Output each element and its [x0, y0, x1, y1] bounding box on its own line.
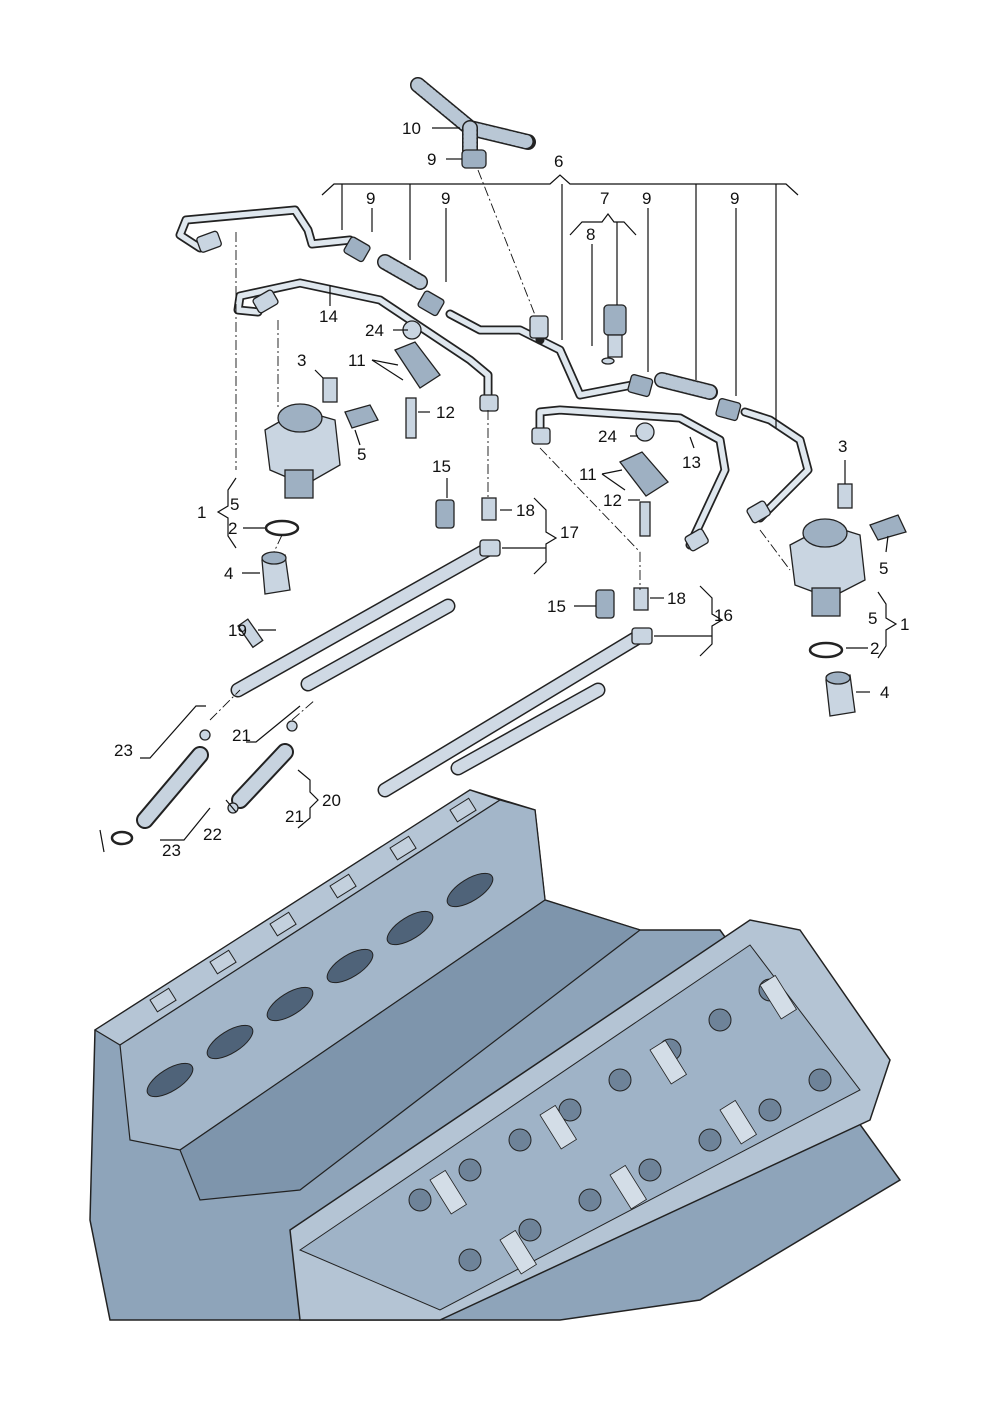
callout-9: 9	[427, 150, 436, 169]
engine-block	[89, 789, 902, 1321]
callout-11: 11	[348, 351, 366, 370]
high-pressure-pump-right	[789, 483, 907, 717]
callout-18: 18	[516, 501, 535, 520]
callout-23: 23	[114, 741, 133, 760]
assembly-lines	[209, 169, 791, 721]
callout-1: 1	[900, 615, 909, 634]
fuel-rail-16	[377, 587, 653, 798]
callout-9: 9	[730, 189, 739, 208]
fuel-line-center	[445, 309, 637, 400]
fuel-hose-10	[410, 77, 536, 158]
callout-9: 9	[642, 189, 651, 208]
injector-left	[110, 729, 211, 846]
callout-7: 7	[600, 189, 609, 208]
fuel-line-13	[531, 405, 813, 552]
callout-15: 15	[432, 457, 451, 476]
callout-12: 12	[436, 403, 455, 422]
callout-labels: 10 9 6 9 9 7 9 9 8 14 24 11 3 12 5 24 13…	[114, 119, 909, 860]
leader-lines	[99, 127, 898, 853]
callout-9: 9	[366, 189, 375, 208]
bracket-11-right	[618, 422, 669, 537]
callout-5: 5	[868, 609, 877, 628]
callout-21: 21	[285, 807, 304, 826]
callout-14: 14	[319, 307, 338, 326]
callout-5: 5	[879, 559, 888, 578]
callout-23: 23	[162, 841, 181, 860]
callout-11: 11	[579, 465, 597, 484]
callout-22: 22	[203, 825, 222, 844]
callout-20: 20	[322, 791, 341, 810]
callout-8: 8	[586, 225, 595, 244]
callout-2: 2	[228, 519, 237, 538]
high-pressure-pump-left	[261, 377, 379, 595]
callout-5: 5	[357, 445, 366, 464]
callout-21: 21	[232, 726, 251, 745]
callout-4: 4	[880, 683, 889, 702]
callout-3: 3	[297, 351, 306, 370]
callout-10: 10	[402, 119, 421, 138]
callout-16: 16	[714, 606, 733, 625]
callout-5: 5	[230, 495, 239, 514]
callout-1: 1	[197, 503, 206, 522]
fuel-line-14	[233, 278, 499, 412]
callout-3: 3	[838, 437, 847, 456]
callout-19: 19	[228, 621, 247, 640]
callout-13: 13	[682, 453, 701, 472]
callout-24: 24	[365, 321, 384, 340]
callout-6: 6	[554, 152, 563, 171]
fuel-hose-upper	[343, 236, 445, 317]
fuel-line-left-upper	[175, 205, 355, 253]
callout-9: 9	[441, 189, 450, 208]
hose-clamp	[461, 149, 487, 169]
callout-18: 18	[667, 589, 686, 608]
callout-24: 24	[598, 427, 617, 446]
callout-17: 17	[560, 523, 579, 542]
callout-2: 2	[870, 639, 879, 658]
callout-15: 15	[547, 597, 566, 616]
pressure-sensor-7	[601, 304, 627, 365]
bracket-11-left	[394, 320, 441, 439]
callout-4: 4	[224, 564, 233, 583]
fuel-rail-17	[230, 497, 501, 698]
callout-12: 12	[603, 491, 622, 510]
fuel-hose-right	[627, 372, 742, 422]
